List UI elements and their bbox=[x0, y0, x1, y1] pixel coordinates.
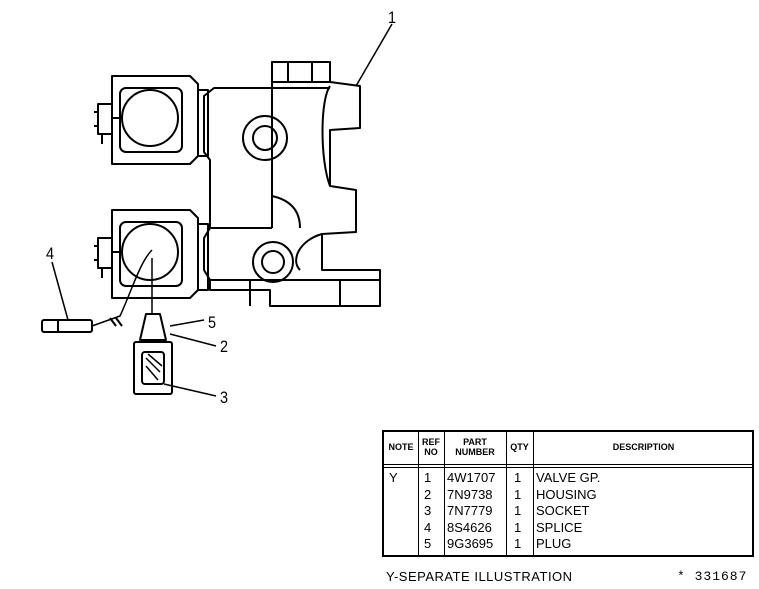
row-qty: 1 bbox=[514, 470, 522, 485]
note-value: Y bbox=[389, 470, 398, 485]
row-part: 7N9738 bbox=[447, 486, 493, 502]
column-divider bbox=[444, 432, 445, 555]
row-desc: VALVE GP. bbox=[536, 470, 601, 485]
header-part-line2: NUMBER bbox=[455, 447, 495, 457]
column-divider bbox=[533, 432, 534, 555]
header-note: NOTE bbox=[388, 442, 414, 452]
row-qty: 1 bbox=[514, 503, 522, 518]
row-part: 7N7779 bbox=[447, 503, 493, 518]
column-divider bbox=[506, 432, 507, 555]
row-ref: 4 bbox=[424, 519, 432, 535]
row-qty: 1 bbox=[514, 486, 522, 502]
header-part-line1: PART bbox=[463, 437, 487, 447]
row-part: 9G3695 bbox=[447, 536, 494, 551]
callout-5: 5 bbox=[208, 313, 217, 332]
separate-illustration-note: Y-SEPARATE ILLUSTRATION bbox=[386, 569, 573, 584]
callout-2: 2 bbox=[220, 337, 229, 356]
row-ref: 1 bbox=[424, 470, 432, 485]
header-qty: QTY bbox=[510, 442, 529, 452]
callout-1: 1 bbox=[388, 8, 397, 27]
parts-table: NOTE REF NO PART NUMBER QTY DESCRIPTION … bbox=[382, 430, 754, 557]
callout-4: 4 bbox=[46, 244, 55, 263]
row-desc: PLUG bbox=[536, 536, 572, 551]
callout-3: 3 bbox=[220, 388, 229, 407]
header-divider bbox=[384, 467, 752, 468]
row-qty: 1 bbox=[514, 519, 522, 535]
valve-group-drawing bbox=[41, 23, 393, 397]
header-part-number: PART NUMBER bbox=[444, 432, 506, 462]
row-desc: SOCKET bbox=[536, 503, 590, 518]
header-divider bbox=[384, 464, 752, 465]
row-desc: HOUSING bbox=[536, 486, 597, 502]
row-ref: 5 bbox=[424, 536, 432, 551]
header-ref-line1: REF bbox=[422, 437, 440, 447]
row-ref: 3 bbox=[424, 503, 432, 518]
header-description: DESCRIPTION bbox=[612, 442, 675, 452]
header-ref-line2: NO bbox=[424, 447, 438, 457]
row-ref: 2 bbox=[424, 486, 432, 502]
row-part: 4W1707 bbox=[447, 470, 496, 485]
illustration-number: * 331687 bbox=[677, 569, 748, 584]
row-qty: 1 bbox=[514, 536, 522, 551]
column-divider bbox=[418, 432, 419, 555]
row-part: 8S4626 bbox=[447, 519, 492, 535]
row-desc: SPLICE bbox=[536, 519, 583, 535]
header-ref-no: REF NO bbox=[418, 432, 444, 462]
